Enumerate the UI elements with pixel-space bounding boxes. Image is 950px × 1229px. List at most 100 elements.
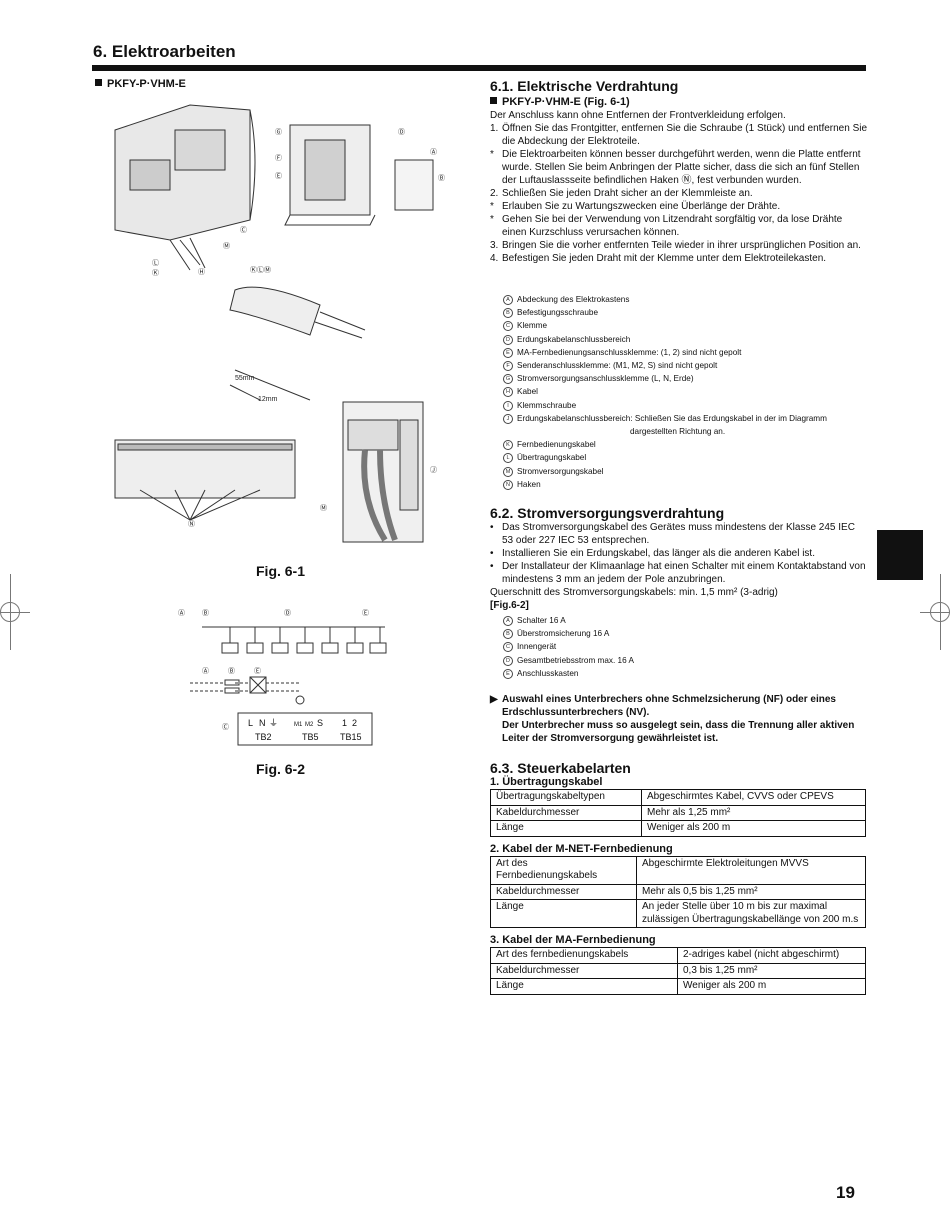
header-rule <box>92 65 866 71</box>
svg-text:Ⓙ: Ⓙ <box>430 466 437 474</box>
svg-text:Ⓜ: Ⓜ <box>320 504 327 512</box>
page-title: 6. Elektroarbeiten <box>93 42 236 61</box>
list-item: 1.Öffnen Sie das Frontgitter, entfernen … <box>490 123 868 147</box>
svg-text:Ⓐ: Ⓐ <box>178 609 185 617</box>
section-6-1-subheading: PKFY-P·VHM-E (Fig. 6-1) <box>490 96 868 109</box>
breaker-note: ▶Auswahl eines Unterbrechers ohne Schmel… <box>490 694 855 744</box>
section-6-3: 6.3. Steuerkabelarten 1. Übertragungskab… <box>490 760 868 995</box>
svg-text:Ⓓ: Ⓓ <box>398 128 405 136</box>
tb-term: 2 <box>352 718 357 728</box>
svg-text:Ⓚ: Ⓚ <box>152 269 159 277</box>
section-6-1-steps: 1.Öffnen Sie das Frontgitter, entfernen … <box>490 122 868 265</box>
svg-text:Ⓒ: Ⓒ <box>222 723 229 731</box>
list-item: *Die Elektroarbeiten können besser durch… <box>490 149 861 186</box>
section-6-1-intro: Der Anschluss kann ohne Entfernen der Fr… <box>490 110 786 121</box>
fig-ref: [Fig.6-2] <box>490 600 529 611</box>
svg-text:Ⓜ: Ⓜ <box>223 242 230 250</box>
fig-6-2-caption: Fig. 6-2 <box>256 761 306 777</box>
svg-text:ⓀⓁⓂ: ⓀⓁⓂ <box>250 266 271 274</box>
dim-55mm: 55mm <box>235 375 255 382</box>
table-2-title: 2. Kabel der M-NET-Fernbedienung <box>490 842 673 855</box>
list-item: *Erlauben Sie zu Wartungszwecken eine Üb… <box>490 201 781 212</box>
svg-text:Ⓝ: Ⓝ <box>188 520 195 528</box>
table-3-title: 3. Kabel der MA-Fernbedienung <box>490 934 656 946</box>
registration-circle-left <box>0 602 20 622</box>
list-item: •Der Installateur der Klimaanlage hat ei… <box>490 561 866 585</box>
svg-text:Ⓔ: Ⓔ <box>254 667 261 675</box>
tb-term: L <box>248 718 253 728</box>
tb-term: N <box>259 718 266 728</box>
svg-text:Ⓓ: Ⓓ <box>284 609 291 617</box>
section-6-1: 6.1. Elektrische Verdrahtung PKFY-P·VHM-… <box>490 78 868 265</box>
svg-text:Ⓔ: Ⓔ <box>362 609 369 617</box>
tb-term: 1 <box>342 718 347 728</box>
tb-term: S <box>317 718 323 728</box>
tb-label: TB2 <box>255 732 272 742</box>
list-item: 3.Bringen Sie die vorher entfernten Teil… <box>490 240 861 251</box>
list-item: •Installieren Sie ein Erdungskabel, das … <box>490 548 815 559</box>
cross-section-text: Querschnitt des Stromversorgungskabels: … <box>490 587 778 598</box>
list-item: *Gehen Sie bei der Verwendung von Litzen… <box>490 214 843 238</box>
chapter-tab-marker <box>877 530 923 580</box>
fig-6-1-illustration: Ⓖ Ⓓ Ⓐ Ⓕ Ⓑ Ⓔ Ⓒ Ⓜ Ⓛ Ⓚ Ⓗ ⓀⓁⓂ 55mm 12mm Ⓙ Ⓜ Ⓝ <box>114 104 445 543</box>
svg-text:Ⓑ: Ⓑ <box>202 609 209 617</box>
list-item: 4.Befestigen Sie jeden Draht mit der Kle… <box>490 253 827 264</box>
dim-12mm: 12mm <box>258 396 278 403</box>
section-6-3-heading: 6.3. Steuerkabelarten <box>490 760 631 776</box>
svg-text:Ⓕ: Ⓕ <box>275 154 282 162</box>
svg-text:Ⓑ: Ⓑ <box>228 667 235 675</box>
tb-label: TB5 <box>302 732 319 742</box>
section-6-1-heading: 6.1. Elektrische Verdrahtung <box>490 78 679 94</box>
svg-text:Ⓛ: Ⓛ <box>152 259 159 267</box>
svg-text:Ⓐ: Ⓐ <box>430 148 437 156</box>
list-item: 2.Schließen Sie jeden Draht sicher an de… <box>490 188 753 199</box>
svg-text:Ⓒ: Ⓒ <box>240 226 247 234</box>
svg-text:Ⓗ: Ⓗ <box>198 268 205 276</box>
section-6-2-heading: 6.2. Stromversorgungsverdrahtung <box>490 505 725 521</box>
registration-circle-right <box>930 602 950 622</box>
tb-term: M2 <box>305 722 314 728</box>
table-1-title: 1. Übertragungskabel <box>490 776 603 788</box>
svg-text:Ⓖ: Ⓖ <box>275 128 282 136</box>
tb-term: ⏚ <box>269 718 278 728</box>
section-6-2: 6.2. Stromversorgungsverdrahtung •Das St… <box>490 505 868 612</box>
svg-text:Ⓐ: Ⓐ <box>202 667 209 675</box>
model-label: PKFY-P·VHM-E <box>95 78 186 90</box>
list-item: •Das Stromversorgungskabel des Gerätes m… <box>490 522 855 546</box>
svg-text:Ⓔ: Ⓔ <box>275 172 282 180</box>
legend-item-continuation: dargestellten Richtung an. <box>630 427 726 437</box>
svg-text:Ⓑ: Ⓑ <box>438 174 445 182</box>
tb-label: TB15 <box>340 732 362 742</box>
